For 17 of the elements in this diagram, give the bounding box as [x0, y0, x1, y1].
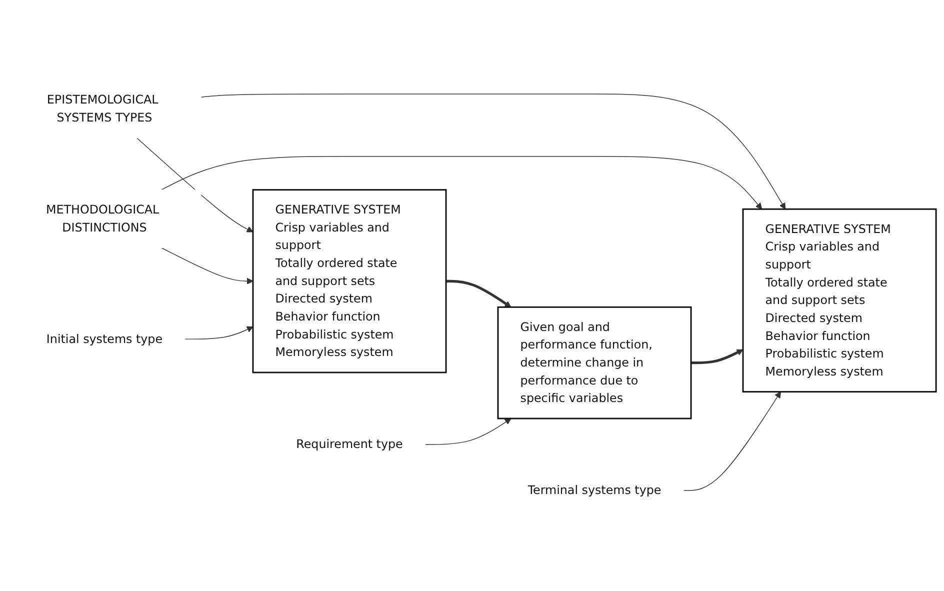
node-box: GENERATIVE SYSTEM Crisp variables and support Totally ordered state and support sets Directed system Behavior function Probabilistic system Memoryless system: [742, 208, 937, 393]
node-text: Requirement type: [296, 437, 403, 452]
arrow: [446, 280, 512, 308]
node-text: Terminal systems type: [528, 483, 662, 498]
node-text: EPISTEMOLOGICAL SYSTEMS TYPES: [46, 92, 158, 125]
node-box: Given goal and performance function, determine change in performance due to specific variables: [497, 306, 692, 420]
node-box: GENERATIVE SYSTEM Crisp variables and support Totally ordered state and support sets Directed system Behavior function Probabilistic system Memoryless system: [252, 189, 447, 374]
arrow: [424, 418, 512, 446]
arrow: [200, 94, 786, 210]
node-text: METHODOLOGICAL DISTINCTIONS: [46, 202, 160, 235]
arrow: [691, 350, 744, 364]
arrow: [136, 138, 254, 233]
arrow: [683, 392, 781, 492]
arrow: [160, 156, 762, 210]
arrow: [160, 248, 254, 285]
arrow: [184, 326, 254, 340]
node-text: Initial systems type: [46, 332, 163, 346]
